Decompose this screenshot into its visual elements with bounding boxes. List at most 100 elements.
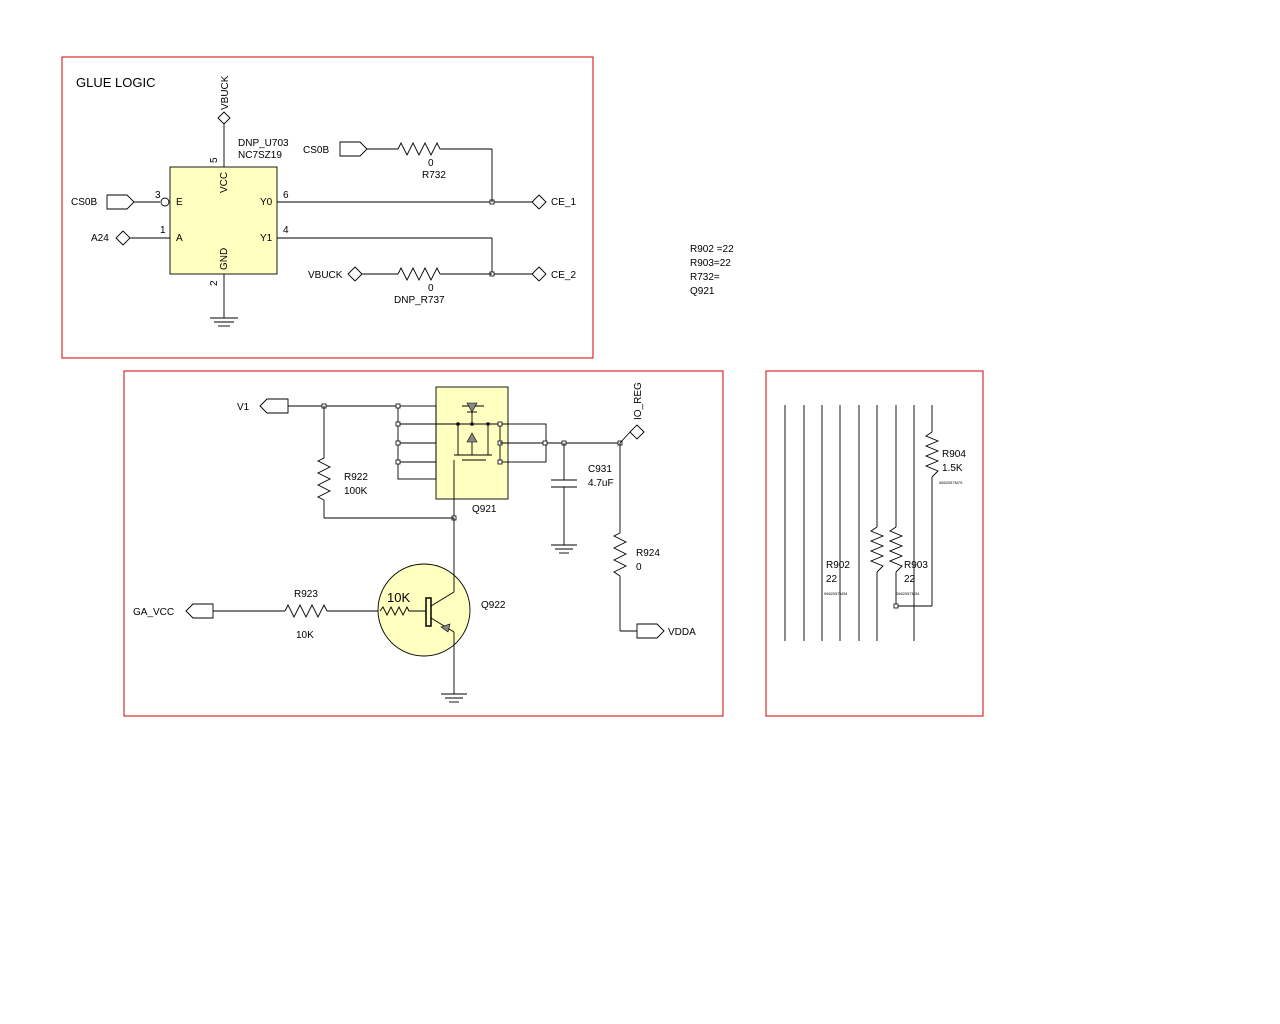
r924-ref: R924 — [636, 548, 660, 559]
q922-emitter-arrow-icon — [440, 623, 451, 633]
r904-ref: R904 — [942, 449, 966, 460]
r903-ref: R903 — [904, 560, 928, 571]
net-ce2: CE_2 — [551, 270, 576, 281]
net-cs0b-left: CS0B — [71, 197, 97, 208]
r902-part: 0662057M34 — [824, 591, 848, 596]
ground-icon — [551, 544, 577, 554]
note-line: R732= — [690, 272, 720, 283]
u703-pin-5-number: 5 — [209, 157, 220, 163]
u703-pin-y0-label: Y0 — [260, 197, 273, 208]
r904-part: 0662057M79 — [939, 480, 963, 485]
pin-node — [395, 421, 401, 427]
wire — [430, 591, 455, 607]
net-cs0b-top: CS0B — [303, 145, 329, 156]
net-vdda: VDDA — [668, 627, 696, 638]
a24-port-icon — [115, 230, 131, 246]
pin-node — [395, 403, 401, 409]
resistor-r923-icon — [284, 603, 328, 619]
c931-ref: C931 — [588, 464, 612, 475]
u703-chip — [169, 166, 278, 275]
c931-value: 4.7uF — [588, 478, 614, 489]
u703-pin-6-number: 6 — [283, 190, 289, 201]
r732-value: 0 — [428, 158, 434, 169]
ce2-port-icon — [531, 266, 547, 282]
mosfet-symbol-icon — [436, 402, 508, 461]
regulator-frame — [123, 370, 724, 717]
resistor-r732-icon — [397, 141, 441, 157]
q922-ref: Q922 — [481, 600, 506, 611]
u703-pin-3-number: 3 — [155, 190, 161, 201]
pin-node — [497, 459, 503, 465]
bus-panel-section: R902 22 0662057M34 R903 22 0662057M34 R9… — [765, 370, 984, 717]
v1-port-icon — [259, 398, 289, 414]
u703-part: NC7SZ19 — [238, 150, 282, 161]
vdda-port-icon — [636, 623, 665, 639]
resistor-r737-icon — [397, 266, 441, 282]
u703-pin-y1-label: Y1 — [260, 233, 273, 244]
net-vbuck-mid: VBUCK — [308, 270, 343, 281]
resistor-r922-icon — [316, 457, 332, 501]
r903-value: 22 — [904, 574, 916, 585]
u703-pin-gnd-label: GND — [219, 248, 230, 270]
r902-ref: R902 — [826, 560, 850, 571]
cs0b-left-port-icon — [106, 194, 135, 210]
r922-value: 100K — [344, 486, 368, 497]
net-ga-vcc: GA_VCC — [133, 607, 174, 618]
u703-pin-2-number: 2 — [209, 280, 220, 286]
r732-ref: R732 — [422, 170, 446, 181]
u703-ref: DNP_U703 — [238, 138, 289, 149]
q921-source-pins — [397, 405, 437, 480]
junction-node — [542, 440, 548, 446]
junction-node — [893, 603, 899, 609]
r922-ref: R922 — [344, 472, 368, 483]
regulator-section: V1 Q921 — [123, 370, 724, 717]
r924-value: 0 — [636, 562, 642, 573]
resistor-r904-icon — [924, 431, 940, 478]
u703-pin-1-number: 1 — [160, 225, 166, 236]
net-vbuck-top: VBUCK — [220, 75, 231, 110]
net-a24: A24 — [91, 233, 109, 244]
r923-ref: R923 — [294, 589, 318, 600]
glue-logic-title: GLUE LOGIC — [76, 75, 155, 90]
wire — [619, 431, 631, 444]
r902-value: 22 — [826, 574, 838, 585]
cs0b-top-port-icon — [339, 141, 368, 157]
u703-pin-e-label: E — [176, 197, 183, 208]
wire — [430, 617, 455, 633]
ground-icon — [210, 317, 238, 327]
u703-pin-a-label: A — [176, 233, 183, 244]
q922-base-bar — [425, 597, 432, 627]
resistor-r924-icon — [612, 532, 628, 577]
ga-vcc-port-icon — [185, 603, 214, 619]
ce1-port-icon — [531, 194, 547, 210]
vbuck-top-port-icon — [217, 111, 231, 125]
r737-value: 0 — [428, 283, 434, 294]
net-ce1: CE_1 — [551, 197, 576, 208]
net-io-reg: IO_REG — [633, 382, 644, 420]
resistor-r902-icon — [869, 526, 885, 573]
q921-ref: Q921 — [472, 504, 497, 515]
note-line: R902 =22 — [690, 244, 734, 255]
io-reg-port-icon — [629, 424, 645, 440]
q922-transistor — [377, 563, 471, 657]
r923-value: 10K — [296, 630, 314, 641]
pin-node — [395, 459, 401, 465]
u703-pin-vcc-label: VCC — [219, 172, 230, 193]
net-v1: V1 — [237, 402, 250, 413]
ground-icon — [441, 693, 467, 703]
glue-logic-section: GLUE LOGIC DNP_U703 NC7SZ19 VCC GND E A … — [61, 56, 594, 359]
r903-part: 0662057M34 — [896, 591, 920, 596]
u703-pin-4-number: 4 — [283, 225, 289, 236]
glue-logic-frame — [61, 56, 594, 359]
vbuck-mid-port-icon — [347, 266, 363, 282]
note-line: R903=22 — [690, 258, 731, 269]
note-line: Q921 — [690, 286, 715, 297]
notes-block: R902 =22 R903=22 R732= Q921 — [690, 244, 734, 297]
pin-node — [395, 440, 401, 446]
inversion-bubble-icon — [160, 197, 170, 207]
r904-value: 1.5K — [942, 463, 963, 474]
q922-internal-resistor: 10K — [387, 590, 410, 605]
r737-ref: DNP_R737 — [394, 295, 445, 306]
q922-base-resistor-icon — [379, 605, 426, 617]
